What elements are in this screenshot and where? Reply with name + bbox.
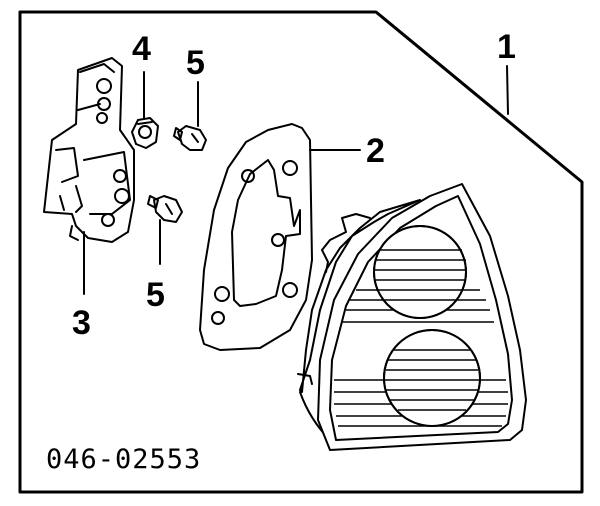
bulb-socket-bracket xyxy=(43,57,135,243)
bulb-lower xyxy=(147,195,183,223)
gasket xyxy=(199,123,313,351)
diagram-frame xyxy=(18,10,584,494)
callout-1: 1 xyxy=(497,28,516,66)
callout-5-upper: 5 xyxy=(186,44,205,82)
leader-line-1 xyxy=(506,65,509,115)
tail-lamp-assembly xyxy=(297,183,527,451)
bulb-upper xyxy=(173,125,207,151)
mini-socket xyxy=(131,117,159,149)
callout-3: 3 xyxy=(72,304,91,342)
callout-5-lower: 5 xyxy=(146,276,165,314)
callout-2: 2 xyxy=(366,132,385,170)
callout-4: 4 xyxy=(132,30,151,68)
diagram-code: 046-02553 xyxy=(46,444,201,475)
